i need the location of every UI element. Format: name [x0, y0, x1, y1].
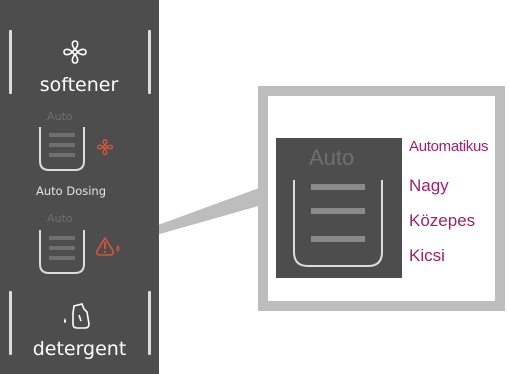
control-panel: softener Auto Auto Dosing Auto [0, 0, 159, 374]
option-kicsi[interactable]: Kicsi [409, 246, 445, 265]
zoomed-dose-panel: Auto [276, 138, 402, 278]
softener-right-bar [148, 30, 151, 94]
flower-red-icon [96, 138, 114, 156]
detergent-dose-container-icon[interactable] [38, 228, 86, 276]
detergent-label[interactable]: detergent [32, 338, 127, 360]
softener-auto-label: Auto [47, 110, 73, 123]
softener-flower-icon[interactable] [60, 37, 90, 67]
option-nagy[interactable]: Nagy [409, 176, 449, 195]
auto-dosing-label: Auto Dosing [36, 184, 107, 198]
softener-label[interactable]: softener [39, 74, 119, 96]
warning-drop-red-icon [95, 236, 120, 256]
detergent-left-bar [9, 291, 12, 355]
option-automatikus[interactable]: Automatikus [409, 138, 489, 155]
softener-left-bar [9, 30, 12, 94]
zoomed-auto-label: Auto [309, 145, 355, 170]
detergent-bottle-icon[interactable] [60, 302, 94, 332]
detergent-right-bar [148, 291, 151, 355]
detergent-auto-label: Auto [47, 212, 73, 225]
softener-dose-container-icon[interactable] [38, 125, 86, 173]
zoomed-dose-container-icon [293, 180, 383, 267]
option-kozepes[interactable]: Közepes [409, 211, 476, 230]
